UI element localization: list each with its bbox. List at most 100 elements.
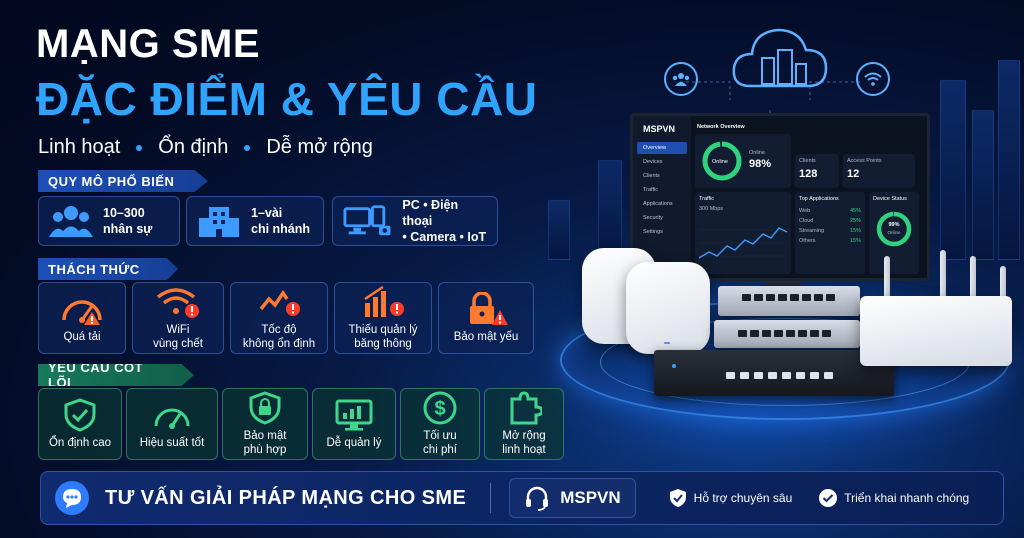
challenge-card-speed: Tốc độ không ổn định: [230, 282, 328, 354]
requirement-card-stable: Ổn định cao: [38, 388, 122, 460]
app-name: Web: [799, 208, 811, 214]
cta-divider: [490, 483, 492, 513]
dashboard-nav-traffic[interactable]: Traffic: [643, 187, 658, 193]
traffic-value: 300 Mbps: [699, 206, 724, 212]
cta-brand-button[interactable]: MSPVN: [509, 478, 636, 518]
puzzle-icon: [510, 391, 542, 425]
monitor-chart-icon: [335, 399, 373, 431]
tagline-item: Dễ mở rộng: [266, 136, 373, 158]
overview-title: Network Overview: [697, 124, 745, 130]
clients-value: 128: [799, 168, 818, 180]
challenge-label: Bảo mật yếu: [454, 330, 519, 344]
network-switch-dark: [654, 350, 894, 396]
requirement-card-scalable: Mở rộng linh hoạt: [484, 388, 564, 460]
device-status-pct: 99%: [888, 222, 900, 228]
app-row: Others 15%: [799, 238, 861, 244]
requirement-line: linh hoạt: [502, 444, 546, 456]
speedometer-icon: [154, 408, 190, 429]
app-pct: 15%: [849, 228, 861, 234]
requirement-line: chi phí: [423, 444, 457, 456]
challenge-card-security: Bảo mật yếu: [438, 282, 534, 354]
dashboard-nav-security[interactable]: Security: [643, 215, 663, 221]
requirement-label: Mở rộng linh hoạt: [502, 429, 545, 457]
online-label: Online: [749, 150, 765, 156]
router-antenna: [940, 250, 946, 310]
background-building: [972, 110, 994, 260]
requirement-line: Mở rộng: [502, 430, 546, 442]
check-circle-icon: [819, 489, 838, 507]
challenge-label: Tốc độ không ổn định: [243, 323, 315, 351]
requirement-label: Dễ quản lý: [327, 436, 382, 450]
requirement-line: Tối ưu: [423, 430, 457, 442]
app-pct: 15%: [849, 238, 861, 244]
dashboard-nav-settings[interactable]: Settings: [643, 229, 663, 235]
requirement-card-security: Bảo mật phù hợp: [222, 388, 308, 460]
headset-icon: [526, 486, 549, 511]
shield-check-icon: [669, 489, 686, 507]
traffic-label: Traffic: [699, 196, 714, 202]
requirement-line: phù hợp: [243, 444, 287, 456]
scale-unit: • Camera • IoT: [402, 230, 487, 244]
speed-warning-icon: [259, 289, 300, 316]
lock-warning-icon: [470, 292, 508, 325]
requirement-label: Bảo mật phù hợp: [244, 429, 287, 457]
section-label-requirements: YÊU CẦU CỐT LÕI: [38, 364, 194, 386]
requirement-line: Dễ quản lý: [326, 437, 382, 449]
users-circle-icon: [664, 62, 698, 96]
challenge-line: Thiếu quản lý: [348, 324, 418, 336]
challenge-line: băng thông: [354, 338, 412, 350]
dashboard-main: Network Overview Online Online 98% Clien…: [695, 122, 923, 274]
switch-led: [672, 364, 676, 368]
gauge-warning-icon: [62, 300, 102, 325]
scale-text: 1–vài chi nhánh: [251, 205, 310, 237]
online-ring-label: Online: [712, 159, 728, 165]
dashboard-monitor: MSPVN Overview Devices Clients Traffic A…: [630, 113, 930, 281]
scale-card-staff: 10–300 nhân sự: [38, 196, 180, 246]
scale-value: 1–vài: [251, 206, 283, 220]
requirement-line: Bảo mật: [243, 430, 287, 442]
clients-label: Clients: [799, 158, 816, 164]
shield-check-icon: [64, 398, 96, 432]
tagline-item: Ổn định: [158, 136, 229, 158]
clients-panel: Clients 128: [795, 154, 839, 188]
background-building: [998, 60, 1020, 260]
cloud-building-icon: [732, 28, 828, 88]
app-pct: 45%: [849, 208, 861, 214]
cta-bar[interactable]: TƯ VẤN GIẢI PHÁP MẠNG CHO SME MSPVN Hỗ t…: [40, 471, 1004, 525]
wifi-router: [860, 296, 1012, 366]
dashboard-nav-devices[interactable]: Devices: [643, 159, 663, 165]
app-name: Cloud: [799, 218, 814, 224]
svg-text:$: $: [434, 398, 445, 420]
dashboard-nav-clients[interactable]: Clients: [643, 173, 660, 179]
dollar-icon: $: [423, 391, 457, 425]
app-row: Web 45%: [799, 208, 861, 214]
scale-text: 10–300 nhân sự: [103, 205, 152, 237]
background-building: [940, 80, 966, 260]
scale-text: PC • Điện thoại • Camera • IoT: [402, 197, 487, 245]
requirement-card-cost: $ Tối ưu chi phí: [400, 388, 480, 460]
bandwidth-warning-icon: [364, 285, 404, 317]
app-name: Others: [799, 238, 816, 244]
chat-bubble-icon: [55, 481, 89, 515]
bullet-dot: [244, 144, 251, 151]
online-panel: Online Online 98%: [695, 134, 791, 188]
tagline: Linh hoạt Ổn định Dễ mở rộng: [38, 136, 373, 159]
requirement-label: Ổn định cao: [49, 436, 111, 450]
device-status-title: Device Status: [873, 196, 907, 202]
access-point-led: [664, 342, 670, 344]
challenge-line: Tốc độ: [261, 324, 297, 336]
dashboard-nav-overview[interactable]: Overview: [637, 142, 687, 154]
network-switch: [718, 286, 860, 316]
dashboard-nav-applications[interactable]: Applications: [643, 201, 673, 207]
scale-value: PC • Điện thoại: [402, 198, 459, 228]
wifi-warning-icon: [156, 288, 199, 318]
cta-brand: MSPVN: [560, 488, 621, 507]
badge-deploy: Triển khai nhanh chóng: [818, 488, 969, 508]
requirement-card-performance: Hiệu suất tốt: [126, 388, 218, 460]
building-icon: [199, 207, 239, 237]
challenge-card-wifi: WiFi vùng chết: [132, 282, 224, 354]
challenge-card-bandwidth: Thiếu quản lý băng thông: [334, 282, 432, 354]
